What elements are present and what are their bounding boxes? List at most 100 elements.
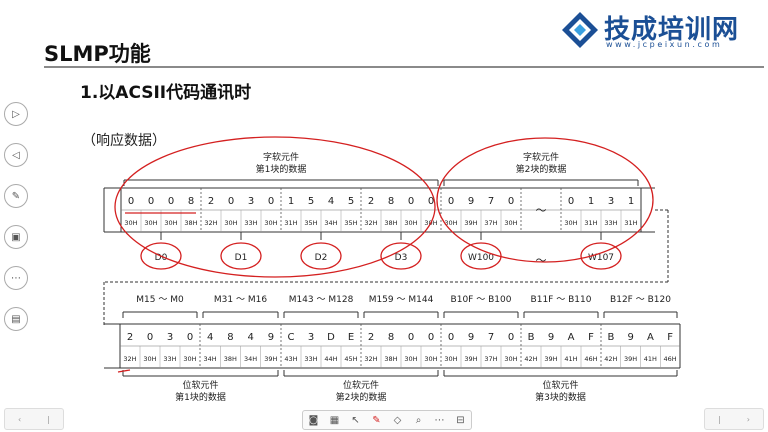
top-data-char: 0 (408, 196, 414, 207)
annotation-circle-label (220, 242, 262, 270)
play-forward-icon[interactable]: ▷ (4, 102, 28, 126)
bottom-data-code: 30H (444, 355, 457, 363)
bottom-footer-label: 第1块的数据 (175, 391, 226, 403)
slide-title: SLMP功能 (44, 42, 151, 66)
screen-icon[interactable]: ▣ (4, 225, 28, 249)
pointer-icon[interactable]: ↖ (351, 414, 360, 426)
bottom-data-char: A (647, 332, 654, 343)
bottom-data-code: 39H (624, 355, 637, 363)
top-data-char: 0 (168, 196, 174, 207)
top-data-code: 37H (484, 219, 497, 227)
annotation-circle-label (380, 242, 422, 270)
bottom-data-char: 8 (227, 332, 233, 343)
top-data-char: 0 (508, 196, 514, 207)
bottom-data-code: 32H (364, 355, 377, 363)
bottom-data-code: 44H (324, 355, 337, 363)
bottom-data-code: 30H (424, 355, 437, 363)
grid-icon[interactable]: ▦ (329, 414, 340, 426)
bottom-data-char: 9 (627, 332, 633, 343)
divider: | (718, 414, 721, 424)
top-data-code: 31H (284, 219, 297, 227)
bottom-data-code: 37H (484, 355, 497, 363)
bottom-data-code: 38H (224, 355, 237, 363)
top-data-char: 1 (588, 196, 594, 207)
top-data-code: 30H (564, 219, 577, 227)
top-data-code: 32H (364, 219, 377, 227)
top-data-char: 7 (488, 196, 494, 207)
device-label: W100 (468, 253, 494, 263)
pen-icon[interactable]: ✎ (372, 414, 381, 426)
device-label: D1 (235, 253, 248, 263)
chevron-left-icon: ‹ (18, 414, 22, 424)
more-icon[interactable]: ⋯ (434, 414, 445, 426)
device-label: D3 (395, 253, 408, 263)
bottom-data-char: 4 (247, 332, 253, 343)
top-data-char: 4 (328, 196, 334, 207)
top-data-char: 1 (288, 196, 294, 207)
top-data-char: 0 (428, 196, 434, 207)
top-data-code: 35H (304, 219, 317, 227)
top-data-code: 30H (124, 219, 137, 227)
top-data-char: 0 (148, 196, 154, 207)
bottom-data-char: F (588, 332, 594, 343)
bottom-data-char: E (348, 332, 354, 343)
top-data-code: 30H (264, 219, 277, 227)
bottom-data-code: 41H (644, 355, 657, 363)
annotation-mark (117, 369, 131, 373)
bottom-footer-label: 位软元件 (542, 379, 578, 391)
bottom-data-char: 0 (508, 332, 514, 343)
top-data-char: 2 (368, 196, 374, 207)
bottom-data-char: 0 (408, 332, 414, 343)
screen-icon[interactable]: ◙ (308, 414, 319, 426)
bottom-footer-label: 第2块的数据 (336, 391, 387, 403)
slide-subtitle: 1.以ACSII代码通讯时 (80, 83, 252, 103)
next-slide-button[interactable]: |› (704, 408, 764, 430)
play-back-icon[interactable]: ◁ (4, 143, 28, 167)
bit-range-label: B10F ～ B100 (451, 295, 512, 305)
top-data-code: 30H (404, 219, 417, 227)
bottom-data-char: 4 (207, 332, 213, 343)
bottom-data-code: 33H (163, 355, 176, 363)
top-tilde: ～ (536, 204, 547, 217)
section-label: （响应数据） (82, 133, 166, 149)
eraser-icon[interactable]: ◇ (393, 414, 402, 426)
search-icon[interactable]: ⌕ (415, 414, 422, 426)
bottom-data-char: B (607, 332, 614, 343)
presentation-toolbar: ◙ ▦ ↖ ✎ ◇ ⌕ ⋯ ⊟ (302, 410, 472, 430)
bottom-data-code: 32H (123, 355, 136, 363)
bit-range-label: B12F ～ B120 (610, 295, 671, 305)
slides-icon[interactable]: ▤ (4, 307, 28, 331)
bit-range-label: M159 ～ M144 (369, 295, 434, 305)
top-data-char: 5 (308, 196, 314, 207)
top-data-code: 33H (244, 219, 257, 227)
bottom-data-char: 0 (428, 332, 434, 343)
bottom-data-char: 2 (368, 332, 374, 343)
bottom-data-char: 0 (448, 332, 454, 343)
logo-url: www.jcpeixun.com (606, 40, 723, 49)
bottom-data-char: 9 (468, 332, 474, 343)
bottom-data-char: 0 (187, 332, 193, 343)
top-data-char: 0 (268, 196, 274, 207)
bottom-data-code: 34H (204, 355, 217, 363)
pen-icon[interactable]: ✎ (4, 184, 28, 208)
bottom-data-char: 2 (127, 332, 133, 343)
bottom-data-code: 39H (544, 355, 557, 363)
bottom-data-code: 33H (304, 355, 317, 363)
prev-slide-button[interactable]: ‹| (4, 408, 64, 430)
more-icon[interactable]: ⋯ (4, 266, 28, 290)
top-data-char: 9 (468, 196, 474, 207)
presentation-icon[interactable]: ⊟ (456, 414, 465, 426)
brand-logo: 技成培训网 www.jcpeixun.com (558, 8, 763, 54)
bottom-data-code: 42H (524, 355, 537, 363)
title-divider (44, 66, 764, 68)
top-data-code: 39H (464, 219, 477, 227)
annotation-circle-label (460, 242, 502, 270)
divider: | (47, 414, 50, 424)
bottom-data-char: F (667, 332, 673, 343)
bottom-footer-label: 位软元件 (182, 379, 218, 391)
top-data-code: 32H (204, 219, 217, 227)
bottom-data-char: B (528, 332, 535, 343)
bottom-data-code: 30H (404, 355, 417, 363)
device-label: D2 (315, 253, 328, 263)
bottom-data-code: 41H (564, 355, 577, 363)
